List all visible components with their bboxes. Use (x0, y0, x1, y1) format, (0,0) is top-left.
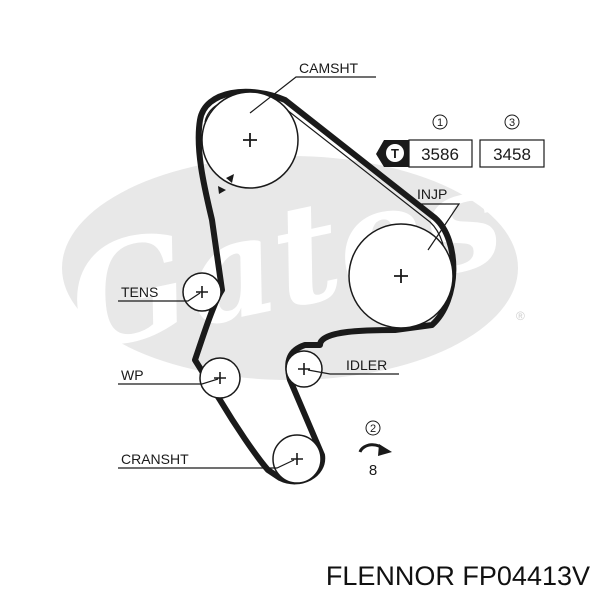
pulley-center-icon (394, 269, 408, 283)
leader-cransht (118, 459, 295, 469)
circled-marker-1 (432, 114, 448, 130)
water-pump-pulley (199, 357, 241, 399)
pulley-center-icon (196, 286, 208, 298)
torque-box-1 (408, 139, 473, 168)
leader-lines (118, 76, 461, 469)
leader-tens (118, 292, 201, 302)
label-injection-pump: INJP (417, 186, 447, 202)
label-idler: IDLER (346, 357, 387, 373)
label-crankshaft: CRANSHT (121, 451, 189, 467)
idler-pulley (285, 350, 323, 388)
leader-injp (415, 203, 461, 251)
circled-marker-2-text: 2 (370, 423, 376, 435)
camshaft-pulley (201, 91, 299, 189)
circled-marker-3 (504, 114, 520, 130)
tensioner-pulley (182, 272, 222, 312)
torque-t-icon: T (376, 140, 409, 167)
crankshaft-pulley (272, 434, 322, 484)
label-tensioner: TENS (121, 284, 158, 300)
torque-icon-letter: T (391, 146, 399, 161)
leader-wp (118, 378, 219, 385)
leader-camshaft (249, 76, 376, 114)
pulley-center-icon (214, 372, 226, 384)
injection-pump-pulley (348, 223, 454, 329)
torque-callouts: T 3586 1 3458 3 (376, 114, 545, 168)
torque-value-3: 3458 (493, 145, 531, 164)
rotation-arrow-icon (358, 443, 392, 456)
rotation-count: 8 (369, 462, 377, 479)
pulley-center-icon (243, 133, 257, 147)
pulley-center-icon (291, 453, 303, 465)
rotation-indicator: 2 8 (358, 420, 392, 479)
circled-marker-1-text: 1 (437, 117, 443, 129)
label-water-pump: WP (121, 367, 144, 383)
pulley-center-icon (298, 363, 310, 375)
torque-value-1: 3586 (421, 145, 459, 164)
timing-mark-icon (218, 174, 234, 194)
label-camshaft: CAMSHT (299, 60, 359, 76)
leader-idler (307, 369, 399, 375)
watermark-registered-mark: ® (516, 309, 525, 323)
torque-box-3 (479, 139, 545, 168)
circled-marker-2 (365, 420, 381, 436)
circled-marker-3-text: 3 (509, 117, 515, 129)
product-brand-line: FLENNOR FP04413V (326, 561, 590, 591)
